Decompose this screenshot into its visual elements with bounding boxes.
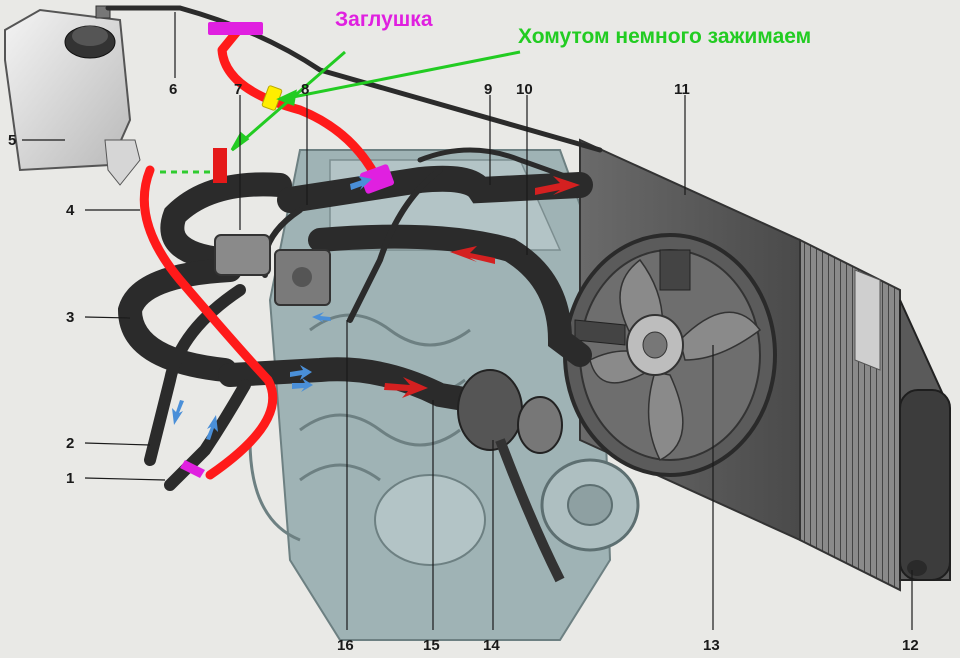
part-label-1: 1 xyxy=(66,470,74,487)
flow-arrows-hot xyxy=(384,176,580,398)
hose-main xyxy=(277,165,593,213)
expansion-tank xyxy=(4,5,141,186)
part-label-2: 2 xyxy=(66,435,74,452)
part-label-8: 8 xyxy=(301,81,309,98)
thermostat-housing xyxy=(214,234,331,306)
plug-markers xyxy=(180,22,395,478)
part-label-13: 13 xyxy=(703,637,720,654)
part-label-9: 9 xyxy=(484,81,492,98)
hose-10 xyxy=(308,224,592,367)
plug-annotation: Заглушка xyxy=(335,8,433,31)
part-label-6: 6 xyxy=(169,81,177,98)
hose-16 xyxy=(347,167,443,323)
part-label-11: 11 xyxy=(674,81,690,98)
hose-9 xyxy=(417,147,593,188)
cooling-fan xyxy=(563,233,777,477)
hose-8-upper xyxy=(160,172,292,272)
hose-2 xyxy=(144,284,246,466)
green-pointers xyxy=(230,50,521,152)
part-label-4: 4 xyxy=(66,202,75,219)
part-labels: 1 2 3 4 5 6 7 8 9 10 11 12 13 14 15 16 xyxy=(8,81,919,654)
part-label-12: 12 xyxy=(902,637,919,654)
part-label-15: 15 xyxy=(423,637,440,654)
water-pump xyxy=(457,369,565,583)
clamp-annotation: Хомутом немного зажимаем xyxy=(518,25,811,48)
flow-arrows-cold xyxy=(172,176,372,440)
part-label-7: 7 xyxy=(234,81,242,98)
modified-hose xyxy=(139,23,380,480)
leader-lines xyxy=(22,12,913,630)
clamp-marker xyxy=(261,85,283,111)
part-label-14: 14 xyxy=(483,637,500,654)
part-label-16: 16 xyxy=(337,637,354,654)
hose-1 xyxy=(164,379,251,491)
hose-15 xyxy=(218,357,482,412)
part-label-5: 5 xyxy=(8,132,16,149)
part-label-3: 3 xyxy=(66,309,74,326)
plug-red-block xyxy=(213,148,227,183)
part-label-10: 10 xyxy=(516,81,533,98)
